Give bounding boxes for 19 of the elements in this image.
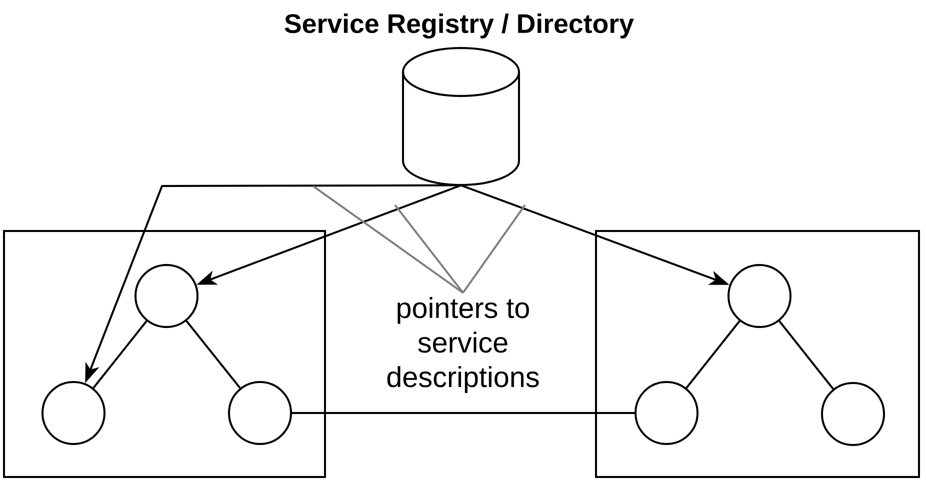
tree-node-circle <box>228 381 292 445</box>
container-box <box>595 230 920 478</box>
container-box <box>3 230 326 478</box>
database-cylinder <box>402 47 520 186</box>
tree-node-circle <box>728 264 792 328</box>
connector-line <box>292 412 634 414</box>
heading: Service Registry / Directory <box>284 13 634 39</box>
connector-line <box>686 320 740 389</box>
connector-line <box>186 320 241 389</box>
connector-line <box>92 320 148 389</box>
tree-node-circle <box>134 264 198 328</box>
leader-line <box>462 204 526 294</box>
leader-line <box>394 204 464 294</box>
leader-line <box>312 185 464 294</box>
tree-node-circle <box>42 381 106 445</box>
annotation-text: pointers to service descriptions <box>387 297 539 393</box>
tree-node-circle <box>634 381 698 445</box>
connector-line <box>778 320 834 390</box>
tree-node-circle <box>821 382 885 446</box>
